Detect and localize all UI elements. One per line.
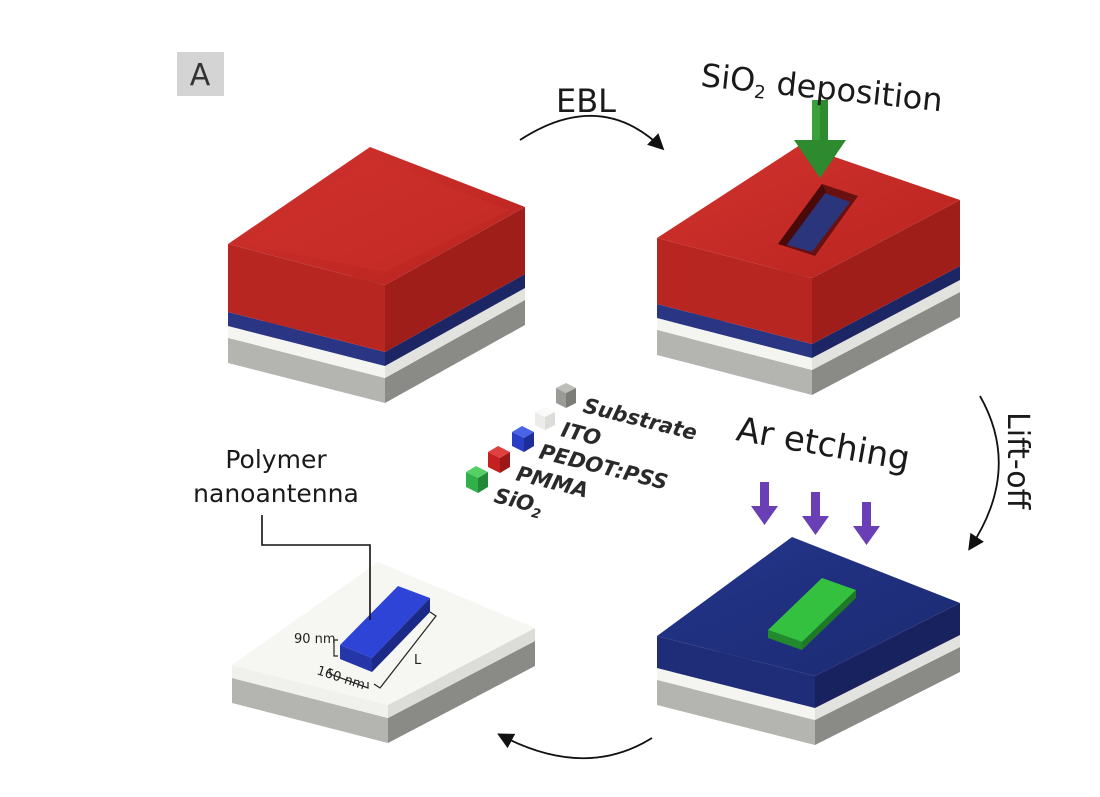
legend-swatch-pedot bbox=[512, 426, 534, 452]
ar-etching-label: Ar etching bbox=[733, 409, 912, 479]
legend: Substrate ITO PEDOT:PSS PMMA SiO2 bbox=[466, 383, 700, 523]
liftoff-arrow bbox=[968, 395, 1000, 551]
antenna-label-line1: Polymer bbox=[225, 445, 327, 474]
etching-arrows-icon bbox=[751, 482, 880, 545]
antenna-height-label: 90 nm bbox=[294, 632, 336, 647]
antenna-length-label: L bbox=[414, 653, 422, 668]
legend-swatch-substrate bbox=[556, 383, 576, 408]
antenna-label-line2: nanoantenna bbox=[193, 479, 359, 508]
ebl-label: EBL bbox=[556, 82, 616, 120]
deposition-arrow-icon bbox=[794, 100, 846, 178]
panel-label: A bbox=[177, 52, 224, 96]
stack-after-liftoff bbox=[657, 537, 960, 745]
polymer-nanoantenna bbox=[340, 586, 430, 672]
legend-swatch-pmma bbox=[488, 446, 510, 473]
stack-ebl-patterned bbox=[657, 145, 960, 395]
stack-pmma-coated bbox=[228, 147, 525, 403]
stack-final-nanoantenna: 90 nm 160 nm L bbox=[232, 562, 535, 743]
panel-letter: A bbox=[190, 58, 211, 93]
antenna-callout-line bbox=[261, 515, 371, 620]
dimension-marks bbox=[329, 611, 437, 689]
sio2-mask-bar bbox=[768, 578, 856, 650]
legend-swatch-sio2 bbox=[466, 466, 488, 493]
liftoff-label: Lift-off bbox=[1000, 412, 1035, 511]
legend-swatch-ito bbox=[535, 407, 555, 430]
ebl-trench bbox=[778, 184, 858, 256]
ebl-arrow bbox=[519, 114, 665, 151]
return-arrow bbox=[497, 733, 653, 760]
